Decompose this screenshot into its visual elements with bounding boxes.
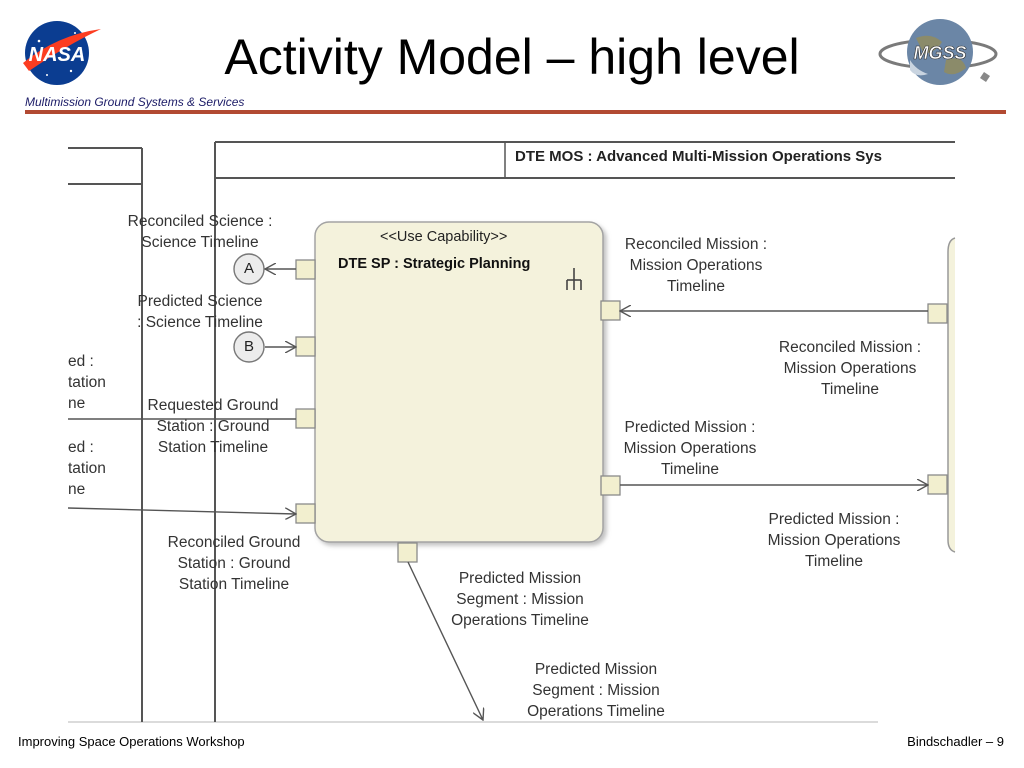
flow-lines: [67, 269, 928, 720]
block-name: DTE SP : Strategic Planning: [338, 256, 531, 272]
right-block-fragment: [947, 237, 956, 553]
connector-b-label: B: [243, 338, 254, 355]
left-frame-fragment: [68, 147, 143, 722]
label-requested-ground: Requested Ground Station : Ground Statio…: [147, 397, 279, 456]
label-predicted-mission-2: Predicted Mission : Mission Operations T…: [767, 511, 901, 570]
nasa-logo: NASA: [17, 15, 103, 92]
rake-icon: [566, 268, 582, 290]
slide-title: Activity Model – high level: [224, 29, 800, 85]
dte-mos-frame: [214, 141, 955, 722]
label-predicted-science: Predicted Science : Science Timeline: [137, 293, 263, 331]
flow-reconciled-ground: [67, 507, 296, 514]
mgss-logo: MGSS: [876, 14, 1000, 97]
svg-text:NASA: NASA: [29, 44, 86, 66]
port-reconciled-mission: [600, 300, 621, 321]
label-cut-left-1: ed : tation ne: [68, 353, 106, 412]
port-reconciled-science: [295, 259, 316, 280]
label-reconciled-mission-2: Reconciled Mission : Mission Operations …: [778, 339, 922, 398]
label-reconciled-science: Reconciled Science : Science Timeline: [127, 213, 273, 251]
label-predicted-mission-1: Predicted Mission : Mission Operations T…: [623, 419, 757, 478]
footer-right: Bindschadler – 9: [907, 734, 1004, 749]
flow-predicted-segment: [407, 561, 483, 720]
label-reconciled-ground: Reconciled Ground Station : Ground Stati…: [167, 534, 301, 593]
label-cut-left-2: ed : tation ne: [68, 439, 106, 498]
strategic-planning-block: [314, 221, 604, 543]
port-right-predicted: [927, 474, 948, 495]
connector-circles: [233, 253, 265, 363]
connector-b: [233, 331, 265, 363]
port-right-reconciled: [927, 303, 948, 324]
label-predicted-segment-1: Predicted Mission Segment : Mission Oper…: [451, 570, 589, 629]
svg-text:MGSS: MGSS: [913, 43, 966, 63]
header-divider: [25, 110, 1006, 114]
connector-a-label: A: [243, 260, 254, 277]
port-predicted-segment: [397, 542, 418, 563]
label-reconciled-mission-1: Reconciled Mission : Mission Operations …: [624, 236, 768, 295]
block-stereotype: <<Use Capability>>: [380, 229, 508, 245]
label-predicted-segment-2: Predicted Mission Segment : Mission Oper…: [527, 661, 665, 720]
port-reconciled-ground: [295, 503, 316, 524]
frame-header: DTE MOS : Advanced Multi-Mission Operati…: [515, 148, 882, 165]
footer-left: Improving Space Operations Workshop: [18, 734, 245, 749]
port-predicted-science: [295, 336, 316, 357]
slide-subtitle: Multimission Ground Systems & Services: [25, 95, 245, 109]
